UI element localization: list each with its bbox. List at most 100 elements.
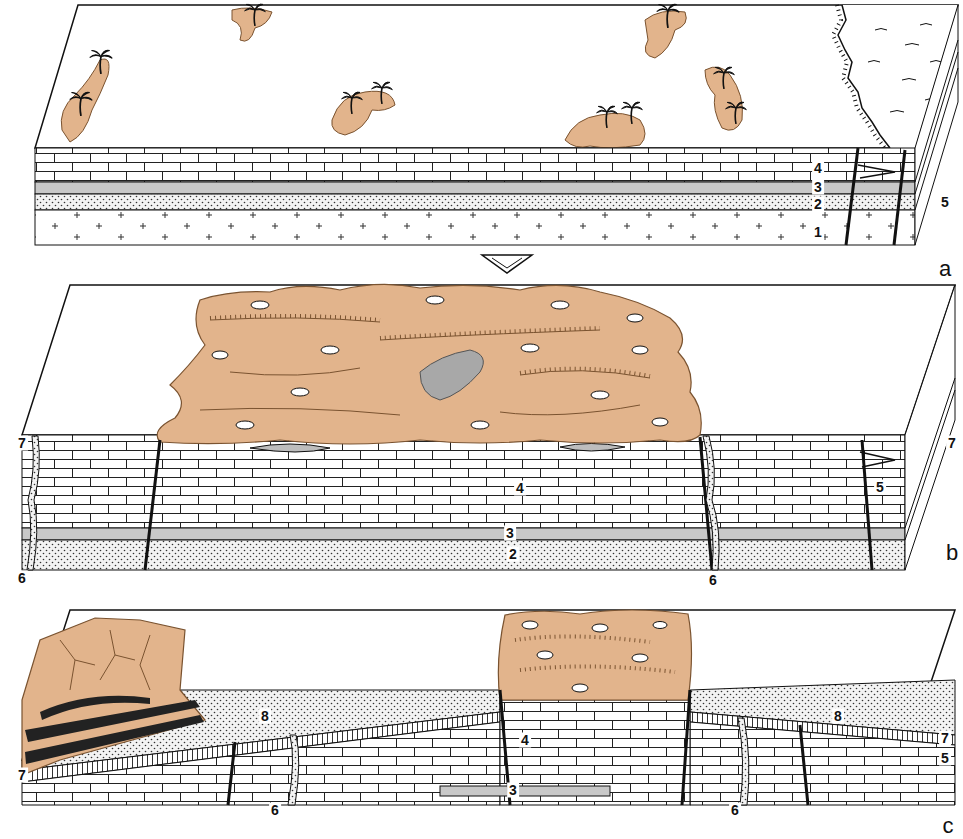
callout-number: 5 (939, 751, 951, 766)
fault-line (800, 725, 808, 805)
horst-block (522, 621, 667, 692)
horst-block (572, 684, 588, 692)
callout-number: 2 (812, 197, 824, 212)
strata-front (915, 40, 958, 210)
strata-front (250, 444, 625, 453)
callout-number: 5 (874, 480, 886, 495)
karst-surface (420, 350, 483, 400)
callout-number: 7 (946, 436, 958, 451)
strata-front (22, 540, 905, 570)
callout-number: 7 (16, 436, 28, 451)
mountain (22, 618, 205, 775)
panel-b-block (22, 284, 955, 570)
island (232, 8, 272, 41)
callout-number: 4 (519, 733, 531, 748)
strata-front (22, 285, 955, 570)
stage-arrow (492, 258, 522, 268)
horst-block (522, 621, 538, 629)
doline (251, 301, 269, 309)
palm-tree (70, 4, 747, 128)
karst-surface (157, 284, 701, 444)
horst-block (632, 654, 648, 662)
fault-line (228, 690, 808, 805)
doline (471, 421, 489, 429)
doline (321, 346, 339, 354)
callout-number: 3 (507, 783, 519, 798)
island (645, 11, 686, 58)
interfinger (860, 452, 895, 467)
strata-front (22, 528, 905, 540)
fault-line (228, 742, 235, 805)
vein (703, 436, 719, 570)
panel-c-block (22, 610, 955, 805)
doline (551, 301, 569, 309)
palm-tree (657, 4, 680, 28)
palm-tree (714, 67, 735, 89)
callout-number: 6 (707, 573, 719, 588)
palm-tree (726, 102, 747, 124)
callout-number: 7 (939, 731, 951, 746)
palm-tree (90, 50, 113, 74)
vein (738, 718, 749, 805)
horst-block (515, 636, 675, 672)
horst-block (653, 622, 667, 629)
doline (627, 314, 643, 322)
panel-a-block (35, 4, 958, 245)
panel-letter: c (941, 818, 956, 833)
horst-block (537, 651, 553, 659)
strata-front (915, 5, 958, 245)
fault-line (846, 148, 858, 245)
interfinger (858, 165, 895, 178)
callout-number: 5 (939, 195, 951, 210)
doline (632, 346, 648, 354)
panel-a-block (35, 5, 958, 148)
palm-tree (70, 92, 93, 116)
callout-number: 6 (729, 803, 741, 818)
palm-tree (372, 82, 393, 104)
palm-tree (597, 106, 618, 128)
doline (652, 418, 668, 426)
island (61, 8, 742, 148)
fault-line (145, 440, 160, 570)
fault-line (862, 440, 872, 570)
island (61, 59, 109, 142)
horst-block (498, 610, 691, 700)
mountain (25, 696, 204, 764)
vein (27, 436, 39, 570)
callout-number: 2 (507, 547, 519, 562)
callout-number: 8 (259, 709, 271, 724)
callout-number: 3 (504, 526, 516, 541)
doline (212, 296, 668, 429)
strata-front (35, 182, 915, 194)
stage-arrow (482, 255, 532, 273)
doline (521, 344, 539, 352)
vein (288, 735, 299, 805)
strata-front (35, 5, 958, 245)
doline (236, 421, 254, 429)
fault-line (682, 690, 690, 805)
doline (291, 388, 309, 396)
horst-block (440, 610, 692, 805)
island (565, 113, 645, 147)
palm-tree (245, 4, 266, 26)
sediment (690, 722, 955, 805)
vein (27, 436, 719, 570)
strata-front (905, 285, 955, 570)
callout-number: 4 (812, 161, 824, 176)
palm-tree (622, 102, 643, 124)
callout-number: 8 (832, 709, 844, 724)
vein (288, 718, 749, 805)
fault-line (894, 150, 905, 245)
mountain (60, 630, 150, 690)
fault-line (846, 148, 905, 245)
palm-tree (342, 92, 363, 114)
panel-letter: b (944, 545, 960, 560)
karst-surface (157, 284, 701, 444)
callout-number: 7 (16, 768, 28, 783)
mountain (22, 618, 205, 775)
callout-number: 4 (514, 481, 526, 496)
callout-number: 6 (16, 571, 28, 586)
